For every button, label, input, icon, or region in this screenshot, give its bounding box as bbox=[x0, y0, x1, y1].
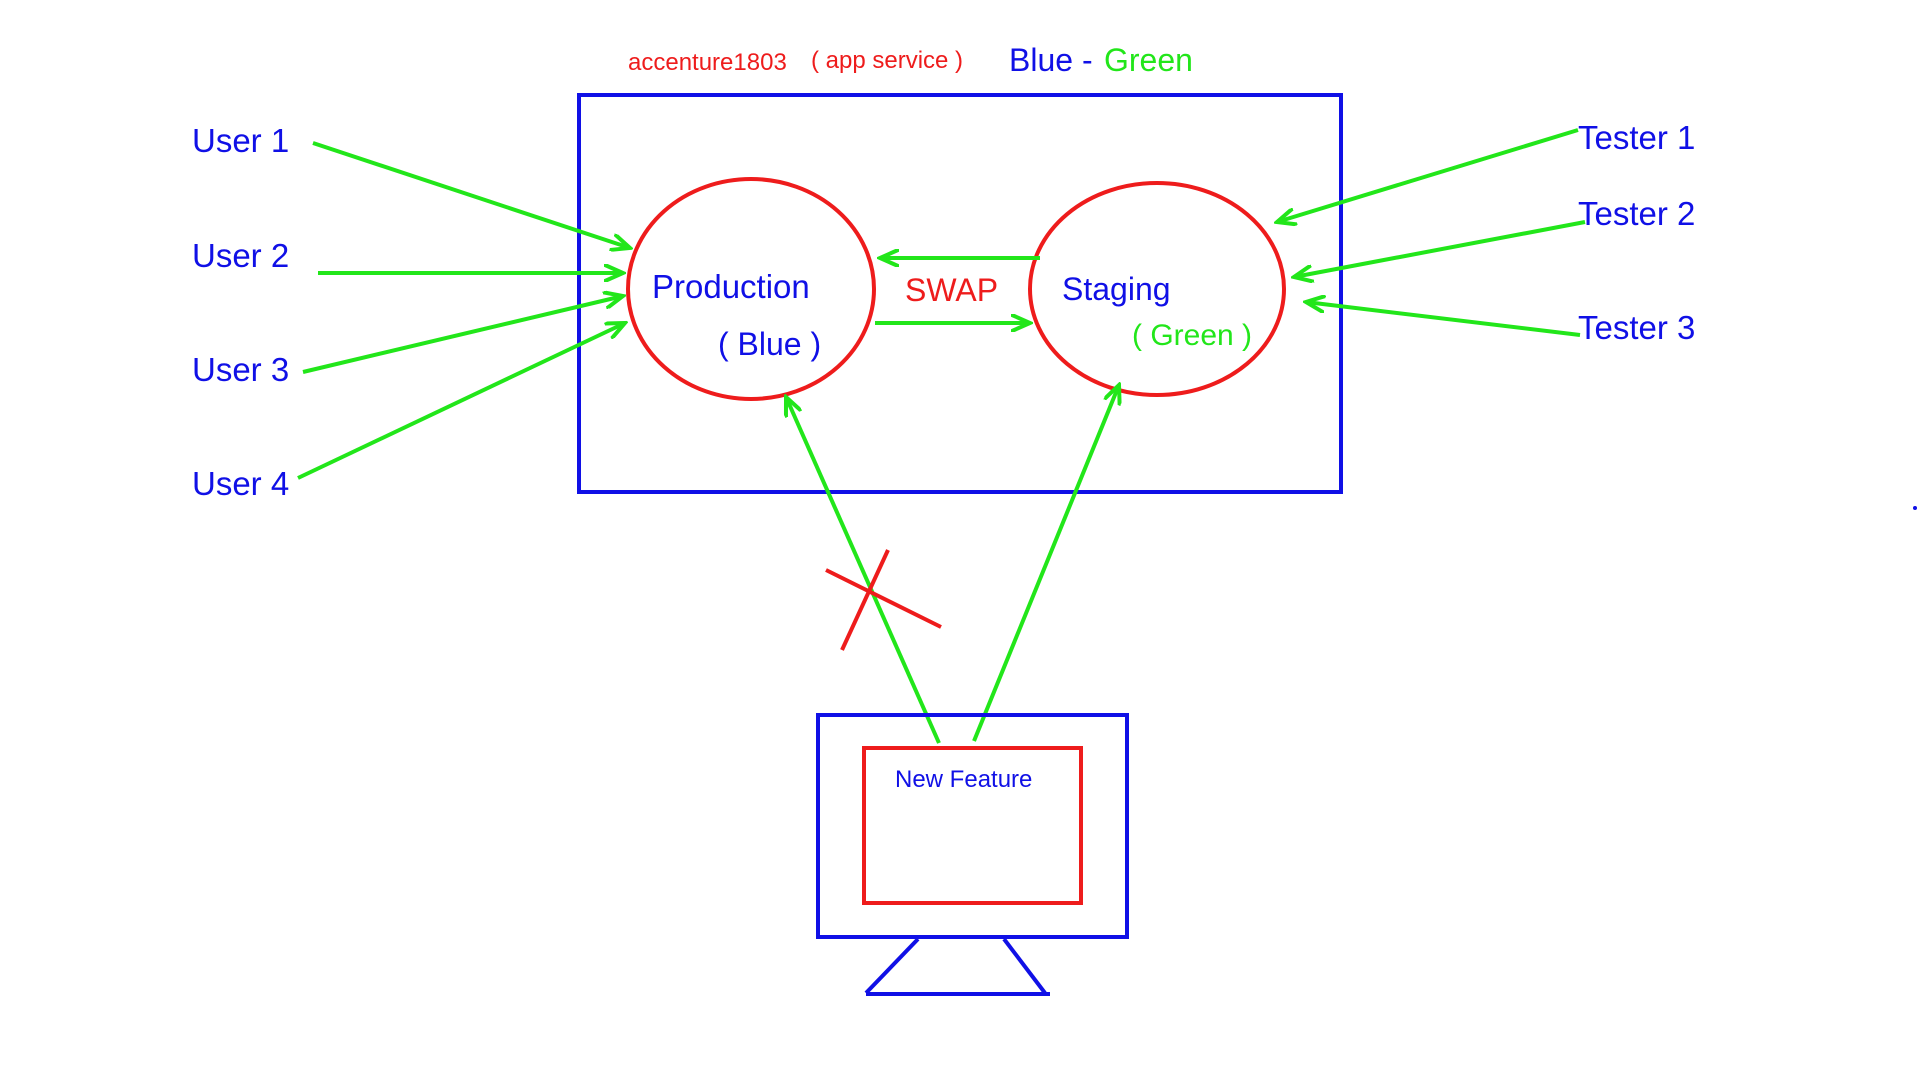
app-type-label: ( app service ) bbox=[811, 47, 963, 74]
production-slot bbox=[626, 177, 876, 401]
swap-label: SWAP bbox=[905, 272, 998, 308]
new-feature-label: New Feature bbox=[895, 766, 1032, 793]
staging-label: Staging bbox=[1062, 271, 1171, 307]
app-name-label: accenture1803 bbox=[628, 49, 787, 76]
staging-sublabel: ( Green ) bbox=[1132, 319, 1252, 352]
monitor-screen bbox=[816, 713, 1129, 939]
user-3-arrow bbox=[302, 296, 623, 374]
user-2-label: User 2 bbox=[192, 237, 289, 274]
stray-dot bbox=[1913, 506, 1917, 510]
tester-1-arrow bbox=[1277, 128, 1579, 222]
new-feature-box bbox=[862, 746, 1083, 905]
user-3-label: User 3 bbox=[192, 351, 289, 388]
tester-3-arrow bbox=[1306, 302, 1581, 337]
tester-2-arrow bbox=[1294, 220, 1586, 277]
red-cross-icon bbox=[825, 549, 942, 651]
user-1-label: User 1 bbox=[192, 122, 289, 159]
scheme-blue-label: Blue bbox=[1009, 42, 1073, 78]
deploy-to-staging-arrow bbox=[972, 385, 1119, 742]
user-4-arrow bbox=[297, 323, 625, 480]
production-label: Production bbox=[652, 268, 810, 305]
scheme-dash-label: - bbox=[1082, 42, 1093, 78]
app-service-box bbox=[577, 93, 1343, 494]
tester-3-label: Tester 3 bbox=[1578, 309, 1695, 346]
monitor-icon bbox=[816, 713, 1129, 996]
user-4-label: User 4 bbox=[192, 465, 289, 502]
production-sublabel: ( Blue ) bbox=[718, 326, 821, 362]
deploy-to-production-arrow bbox=[786, 397, 941, 744]
staging-slot bbox=[1028, 181, 1286, 397]
tester-1-label: Tester 1 bbox=[1578, 119, 1695, 156]
tester-2-label: Tester 2 bbox=[1578, 195, 1695, 232]
scheme-green-label: Green bbox=[1104, 42, 1193, 78]
user-1-arrow bbox=[312, 141, 630, 248]
